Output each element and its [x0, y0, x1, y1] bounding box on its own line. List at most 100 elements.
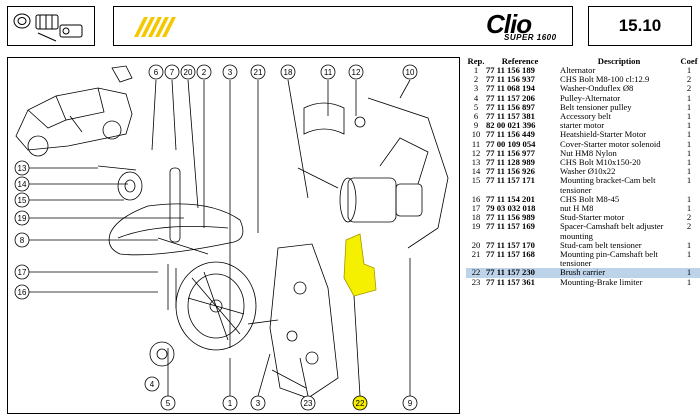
cell-coef: 1 — [686, 276, 692, 287]
cell-ref: 77 00 109 054 — [486, 138, 536, 149]
pulleys-drawing — [108, 167, 244, 367]
cell-rep: 5 — [473, 101, 479, 112]
table-row[interactable]: 11 77 00 109 054 Cover-Starter motor solen… — [466, 138, 700, 149]
cell-coef: 1 — [686, 175, 692, 186]
svg-text:10: 10 — [406, 68, 415, 77]
cell-ref: 77 11 156 937 — [486, 74, 535, 85]
cell-ref: 77 11 154 201 — [486, 193, 535, 204]
cell-coef: 2 — [686, 221, 692, 232]
label-7: 7 — [164, 64, 180, 80]
label-1: 1 — [222, 395, 238, 411]
cell-coef: 1 — [686, 129, 692, 140]
label-12: 12 — [348, 64, 364, 80]
cell-rep: 22 — [466, 268, 486, 278]
alternator-drawing — [175, 261, 257, 351]
cell-coef: 1 — [686, 120, 692, 131]
cell-rep: 23 — [471, 276, 481, 287]
label-19: 19 — [14, 210, 30, 226]
cell-ref: 77 11 157 169 — [486, 221, 535, 232]
svg-text:6: 6 — [154, 68, 159, 77]
cell-desc: Washer-Onduflex Ø8 — [560, 83, 634, 94]
svg-text:2: 2 — [202, 68, 207, 77]
clio-logo: Clio SUPER 1600 — [486, 9, 566, 45]
svg-text:7: 7 — [170, 68, 175, 77]
svg-text:3: 3 — [228, 68, 233, 77]
cell-rep: 12 — [471, 147, 481, 158]
header-title-box: Clio SUPER 1600 — [113, 6, 573, 46]
svg-text:8: 8 — [20, 236, 25, 245]
table-row[interactable]: 10 77 11 156 449 Heatshield-Starter Motor 1 — [466, 130, 700, 139]
cell-desc: Mounting-Brake limiter — [560, 276, 643, 287]
cell-coef: 1 — [686, 65, 692, 75]
svg-text:11: 11 — [324, 68, 333, 77]
cell-ref: 77 11 156 449 — [486, 129, 535, 140]
yellow-stripes-decoration — [134, 17, 176, 37]
cell-desc: Mounting bracket-Cam belt tensioner — [560, 175, 656, 195]
svg-text:9: 9 — [408, 399, 413, 408]
svg-text:16: 16 — [18, 288, 27, 297]
cell-desc: Brush carrier — [554, 268, 678, 278]
cell-desc: Heatshield-Starter Motor — [560, 129, 647, 140]
svg-text:4: 4 — [150, 380, 155, 389]
cell-ref: 82 00 021 396 — [486, 120, 536, 131]
label-22: 22 — [352, 395, 368, 411]
cell-rep: 11 — [471, 138, 481, 149]
cell-coef: 1 — [686, 203, 692, 214]
cell-desc: Stud-Starter motor — [560, 212, 625, 223]
svg-text:13: 13 — [18, 164, 27, 173]
cell-coef: 2 — [686, 212, 692, 223]
cell-ref: 77 11 128 989 — [486, 157, 535, 168]
label-16: 16 — [14, 284, 30, 300]
cell-coef: 1 — [686, 101, 692, 112]
svg-text:5: 5 — [166, 399, 171, 408]
cell-desc: Nut HM8 Nylon — [560, 147, 617, 158]
logo-brand: Clio — [486, 9, 532, 39]
cell-rep: 10 — [471, 129, 481, 140]
label-3b: 3 — [250, 395, 266, 411]
cell-rep: 21 — [471, 249, 481, 260]
cell-desc: starter motor — [560, 120, 605, 131]
cell-desc: CHS Bolt M8-100 cl:12.9 — [560, 74, 650, 85]
cell-desc: Accessory belt — [560, 111, 611, 122]
label-5: 5 — [160, 395, 176, 411]
heatshield-drawing — [297, 102, 366, 189]
cell-coef: 1 — [686, 157, 692, 168]
col-description: Description — [597, 56, 641, 66]
cell-ref: 77 11 157 381 — [486, 111, 535, 122]
cell-desc: Alternator — [560, 65, 596, 75]
cell-coef: 1 — [686, 111, 692, 122]
cell-rep: 2 — [473, 74, 479, 85]
svg-text:22: 22 — [356, 399, 365, 408]
engine-parts-icon — [13, 13, 83, 42]
svg-text:17: 17 — [18, 268, 27, 277]
label-23: 23 — [300, 395, 316, 411]
label-15: 15 — [14, 192, 30, 208]
col-reference: Reference — [501, 56, 539, 66]
cell-rep: 13 — [471, 157, 481, 168]
cell-desc: Pulley-Alternator — [560, 92, 621, 103]
svg-text:14: 14 — [18, 180, 27, 189]
starter-motor-drawing — [339, 97, 449, 249]
label-4: 4 — [144, 376, 160, 392]
cell-desc: Cover-Starter motor solenoid — [560, 138, 661, 149]
